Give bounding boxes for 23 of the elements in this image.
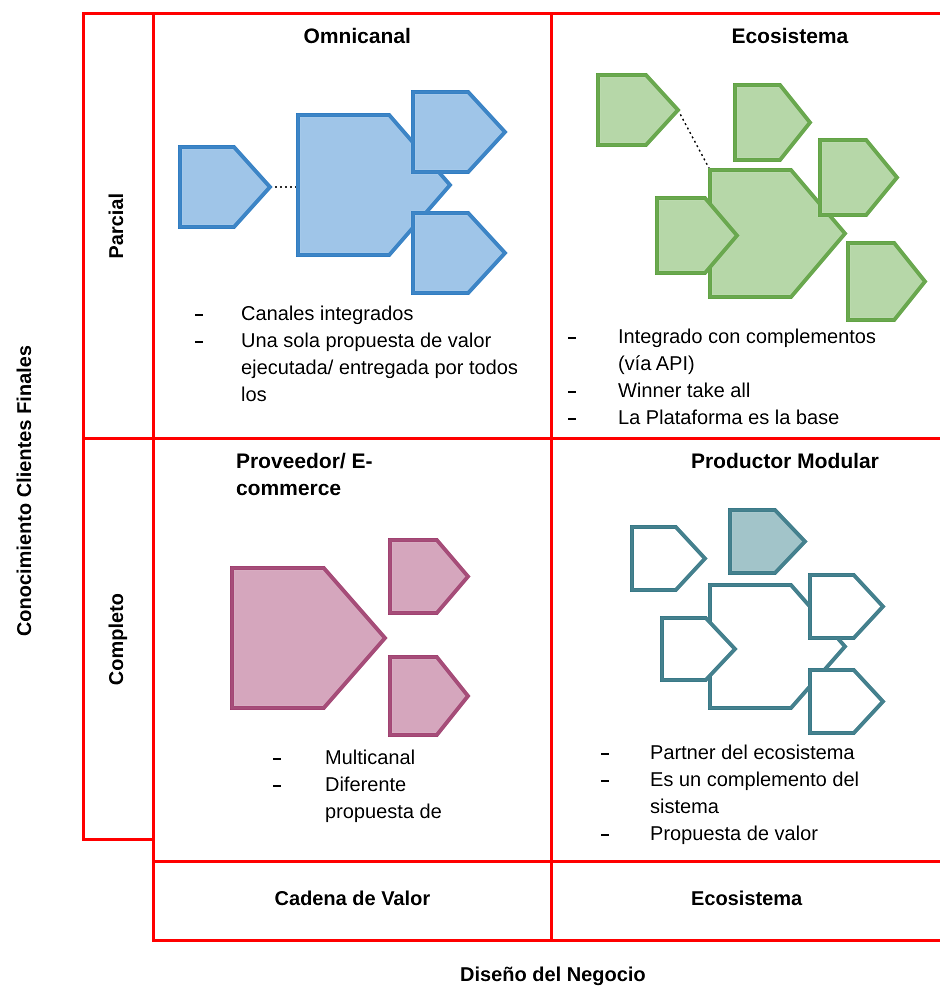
quadrant-title: Omnicanal (304, 24, 411, 50)
axis-title: Conocimiento Clientes Finales (14, 344, 37, 636)
column-title: Cadena de Valor (274, 888, 430, 911)
bullet-text: Una sola propuesta de valor ejecutada/ entregada por todos los (241, 329, 519, 408)
bullet-text: Winner take all (618, 379, 752, 404)
column-header (152, 860, 553, 942)
bullet-text: Partner del ecosistema (650, 741, 856, 766)
bullet-text: Multicanal (325, 746, 416, 771)
bullet-text: Diferente propuesta de (325, 773, 443, 825)
row-title: Completo (106, 593, 128, 686)
axis-title: Diseño del Negocio (460, 964, 646, 987)
row-header (82, 437, 155, 841)
column-title: Ecosistema (691, 888, 802, 911)
quadrant-title: Ecosistema (732, 24, 848, 50)
bullet-text: La Plataforma es la base (618, 406, 840, 431)
bullet-text: Es un complemento del sistema (650, 768, 860, 820)
bullet-text: Canales integrados (241, 302, 414, 327)
bullet-text: Propuesta de valor (650, 822, 819, 847)
quadrant-title: Proveedor/ E-commerce (236, 449, 374, 502)
bullet-text: Integrado con complementos (vía API) (618, 325, 877, 377)
row-header (82, 12, 155, 440)
row-title: Parcial (106, 193, 128, 259)
quadrant-title: Productor Modular (691, 449, 879, 475)
